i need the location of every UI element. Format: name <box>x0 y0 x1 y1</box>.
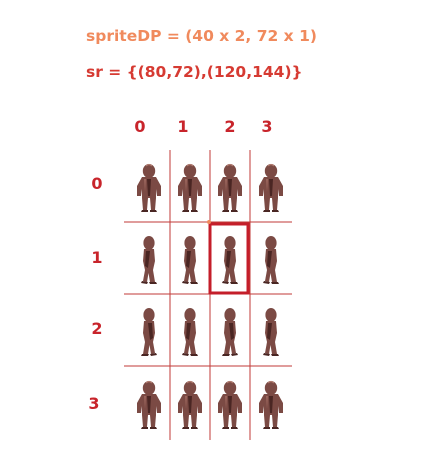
sprite-frame-r1-c3 <box>263 236 279 284</box>
sprite-frame-r2-c0 <box>141 308 157 356</box>
sprite-frame-r1-c0 <box>141 236 157 284</box>
sprite-frame-r3-c3 <box>258 380 284 430</box>
origin-marker <box>207 220 211 224</box>
sprite-frame-r3-c0 <box>136 380 162 430</box>
column-index-0: 0 <box>134 117 146 136</box>
sprite-frame-r0-c0 <box>136 163 162 213</box>
column-index-2: 2 <box>224 117 236 136</box>
row-index-2: 2 <box>91 319 103 338</box>
row-index-3: 3 <box>88 394 100 413</box>
sprite-frame-r0-c2 <box>217 163 243 213</box>
grid-lines <box>124 150 292 440</box>
sprite-frame-r2-c1 <box>182 308 198 356</box>
sprite-frame-r2-c3 <box>263 308 279 356</box>
column-index-1: 1 <box>177 117 189 136</box>
row-index-0: 0 <box>91 174 103 193</box>
source-rect-formula: sr = {(80,72),(120,144)} <box>86 63 303 81</box>
sprite-frame-r1-c2 <box>222 236 238 284</box>
sprite-frame-r0-c1 <box>177 163 203 213</box>
sprite-frame-r2-c2 <box>222 308 238 356</box>
sprite-frame-r1-c1 <box>182 236 198 284</box>
sprite-frame-r3-c1 <box>177 380 203 430</box>
row-index-1: 1 <box>91 248 103 267</box>
column-index-3: 3 <box>261 117 273 136</box>
sprite-dp-formula: spriteDP = (40 x 2, 72 x 1) <box>86 27 317 45</box>
sprite-frame-r3-c2 <box>217 380 243 430</box>
selected-frame-highlight <box>208 222 250 295</box>
sprite-frame-r0-c3 <box>258 163 284 213</box>
